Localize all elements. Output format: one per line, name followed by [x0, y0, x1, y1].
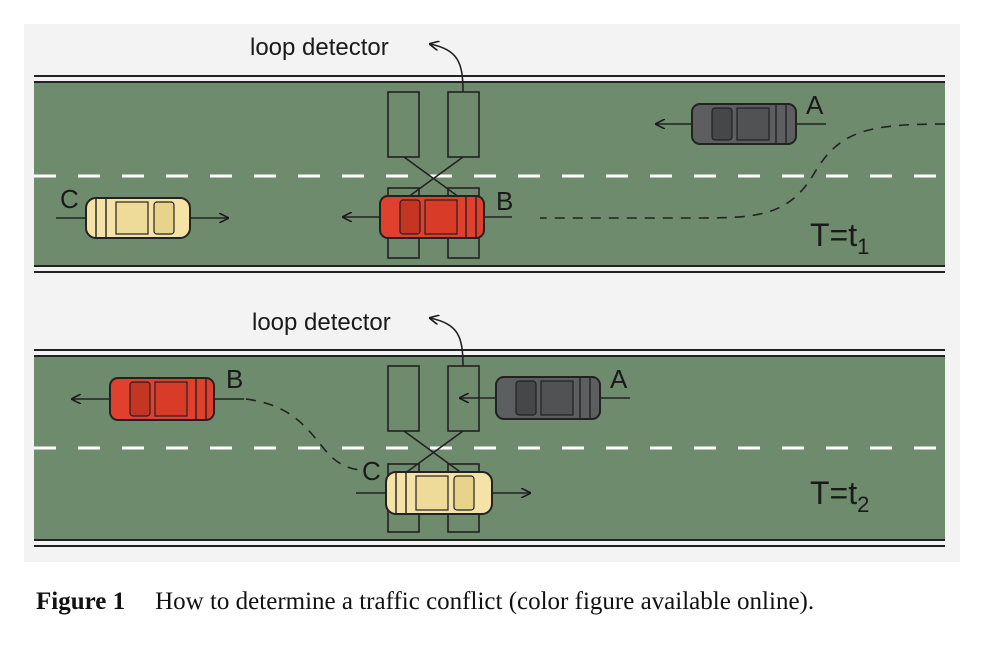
car-a-label: A	[806, 90, 824, 120]
car-c-label: C	[362, 456, 381, 486]
caption-text: How to determine a traffic conflict (col…	[155, 588, 815, 615]
car-b-label: B	[226, 364, 243, 394]
car-b-label: B	[496, 186, 513, 216]
detector-label: loop detector	[252, 309, 391, 336]
detector-label: loop detector	[250, 34, 389, 61]
car-c	[356, 471, 530, 515]
detector-callout-arrow	[430, 44, 464, 93]
car-a-label: A	[610, 364, 628, 394]
figure-caption: Figure 1 How to determine a traffic confl…	[36, 588, 966, 616]
car-c	[56, 197, 228, 239]
top-panel: loop detector A B	[34, 34, 946, 273]
time-label: T=t2	[810, 475, 869, 517]
car-b	[343, 195, 512, 239]
trajectory-line	[245, 398, 361, 471]
trajectory-line	[540, 123, 946, 219]
time-label: T=t1	[810, 217, 869, 259]
caption-label: Figure 1	[36, 588, 126, 615]
car-b	[72, 377, 244, 421]
bottom-panel: loop detector A B	[34, 309, 945, 547]
traffic-conflict-diagram: loop detector A B	[24, 24, 960, 562]
car-a	[460, 376, 630, 420]
detector-callout-arrow	[430, 318, 464, 367]
car-a	[656, 103, 826, 145]
car-c-label: C	[60, 184, 79, 214]
